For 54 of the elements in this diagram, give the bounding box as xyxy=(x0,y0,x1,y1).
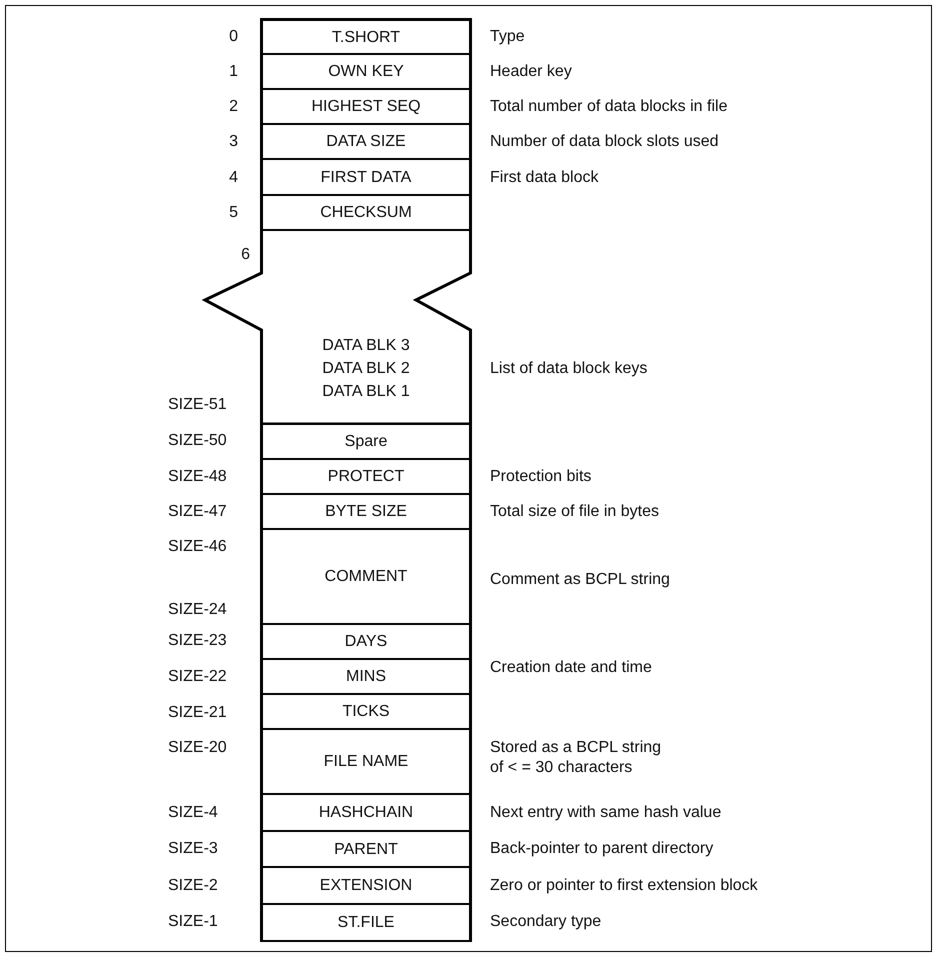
memory-cell: HASHCHAIN xyxy=(260,795,472,832)
field-description: Zero or pointer to first extension block xyxy=(490,876,758,896)
offset-label: SIZE-1 xyxy=(168,912,218,932)
offset-label: SIZE-50 xyxy=(168,431,227,451)
memory-cell: EXTENSION xyxy=(260,868,472,905)
field-description: Next entry with same hash value xyxy=(490,803,722,823)
memory-cell: PARENT xyxy=(260,832,472,868)
offset-label: SIZE-20 xyxy=(168,738,227,758)
field-description: Comment as BCPL string xyxy=(490,570,670,590)
memory-cell: COMMENT xyxy=(260,530,472,625)
field-description: Stored as a BCPL string of < = 30 characters xyxy=(490,738,662,778)
offset-label: SIZE-48 xyxy=(168,467,227,487)
memory-cell: Spare xyxy=(260,425,472,460)
memory-cell: MINS xyxy=(260,660,472,695)
offset-label: 0 xyxy=(229,27,238,47)
field-description: Secondary type xyxy=(490,912,602,932)
field-description: Protection bits xyxy=(490,467,592,487)
field-description: List of data block keys xyxy=(490,359,648,379)
memory-cell: DATA SIZE xyxy=(260,125,472,160)
memory-cell: OWN KEY xyxy=(260,55,472,90)
offset-label: 4 xyxy=(229,168,238,188)
field-description: Total size of file in bytes xyxy=(490,502,659,522)
field-description: Number of data block slots used xyxy=(490,132,719,152)
field-description: Header key xyxy=(490,62,572,82)
field-description: Creation date and time xyxy=(490,658,652,678)
offset-label: SIZE-3 xyxy=(168,839,218,859)
memory-cell: BYTE SIZE xyxy=(260,495,472,530)
offset-label: 2 xyxy=(229,97,238,117)
offset-label: SIZE-21 xyxy=(168,703,227,723)
offset-label: 3 xyxy=(229,132,238,152)
offset-label: 1 xyxy=(229,62,238,82)
memory-cell: FIRST DATA xyxy=(260,160,472,196)
offset-label: SIZE-23 xyxy=(168,631,227,651)
offset-label: SIZE-22 xyxy=(168,667,227,687)
offset-label: SIZE-24 xyxy=(168,600,227,620)
offset-label: 5 xyxy=(229,203,238,223)
field-description: Type xyxy=(490,27,525,47)
memory-cell: ST.FILE xyxy=(260,905,472,942)
field-description: Total number of data blocks in file xyxy=(490,97,728,117)
memory-cell: PROTECT xyxy=(260,460,472,495)
offset-label: SIZE-2 xyxy=(168,876,218,896)
field-description: First data block xyxy=(490,168,598,188)
offset-label: SIZE-47 xyxy=(168,502,227,522)
memory-cell: HIGHEST SEQ xyxy=(260,90,472,125)
memory-cell: CHECKSUM xyxy=(260,196,472,231)
offset-label: SIZE-46 xyxy=(168,537,227,557)
memory-cell: FILE NAME xyxy=(260,730,472,795)
memory-cell: TICKS xyxy=(260,695,472,730)
memory-cell: DAYS xyxy=(260,625,472,660)
offset-label: SIZE-4 xyxy=(168,803,218,823)
offset-label: 6 xyxy=(241,245,250,265)
offset-label: SIZE-51 xyxy=(168,395,227,415)
field-description: Back-pointer to parent directory xyxy=(490,839,714,859)
memory-cell: T.SHORT xyxy=(260,18,472,55)
